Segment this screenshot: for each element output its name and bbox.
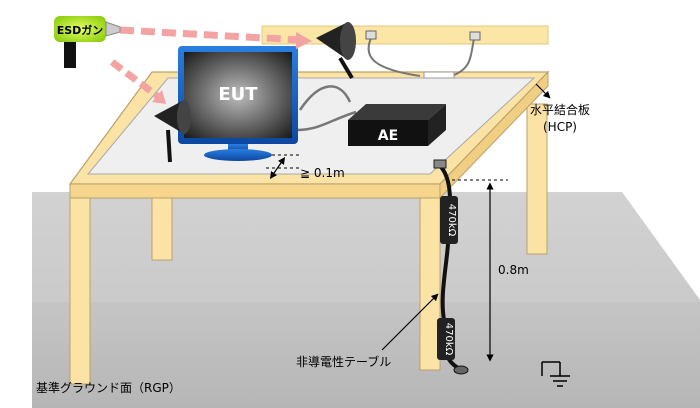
- tape-label: 非導電性テーブル: [296, 354, 391, 369]
- resistor-bottom-label: 470kΩ: [443, 323, 454, 356]
- hcp-pointer-arrow: [535, 83, 551, 99]
- esd-gun-label: ESDガン: [57, 23, 104, 37]
- ae-label: AE: [378, 128, 398, 144]
- discharge-arrowhead-vcp: [296, 32, 312, 49]
- eut-monitor-screen: [184, 52, 292, 138]
- table-right-edge: [439, 70, 549, 200]
- table-leg-back-left: [151, 191, 173, 261]
- discharge-path-to-eut: [109, 59, 163, 101]
- strap-ground-terminal: [453, 365, 469, 375]
- distance-label: ≧ 0.1m: [300, 166, 345, 180]
- ground-symbol: [541, 361, 570, 387]
- table-front-edge: [69, 183, 441, 199]
- distance-arrow: [269, 157, 286, 179]
- table-leg-front-right: [419, 197, 441, 371]
- resistor-top: [440, 196, 458, 244]
- hcp-cable-clamp: [423, 71, 455, 79]
- vcp-cable-left: [367, 35, 421, 77]
- vcp-connector-right: [469, 31, 481, 41]
- strap-top-connector: [433, 159, 447, 169]
- esd-gun-handle: [64, 42, 76, 68]
- eut-ae-cable-2: [295, 110, 357, 132]
- eut-monitor-neck: [228, 144, 248, 152]
- resistor-bottom: [437, 318, 455, 360]
- ground-plane-highlight: [32, 192, 700, 302]
- table-leg-back-right: [526, 103, 548, 255]
- discharge-arrowhead-eut: [152, 90, 166, 104]
- eut-monitor-base: [204, 149, 272, 161]
- discharge-path-to-vcp: [119, 26, 301, 44]
- tape-pointer-arrow: [381, 293, 439, 351]
- discharge-cone-vcp: [316, 22, 356, 80]
- vcp-cable-right: [451, 37, 475, 77]
- ae-box-front: [348, 120, 428, 146]
- hcp-label-line1: 水平結合板: [530, 102, 590, 117]
- resistor-top-label: 470kΩ: [446, 204, 457, 237]
- eut-label: EUT: [218, 84, 258, 105]
- rgp-label: 基準グラウンド面（RGP）: [36, 380, 181, 395]
- hcp-label-line2: (HCP): [543, 120, 577, 134]
- esd-gun-body: [54, 16, 106, 42]
- height-label: 0.8m: [498, 263, 529, 277]
- bleed-strap-middle: [440, 243, 450, 321]
- esd-gun-tip: [105, 21, 121, 37]
- eut-ae-cable-1: [298, 85, 352, 111]
- discharge-cone-eut: [154, 100, 191, 163]
- table-leg-front-left: [69, 197, 91, 385]
- ae-box-side: [428, 104, 446, 146]
- ae-box-top: [348, 104, 446, 120]
- vcp-connector-left: [365, 30, 377, 40]
